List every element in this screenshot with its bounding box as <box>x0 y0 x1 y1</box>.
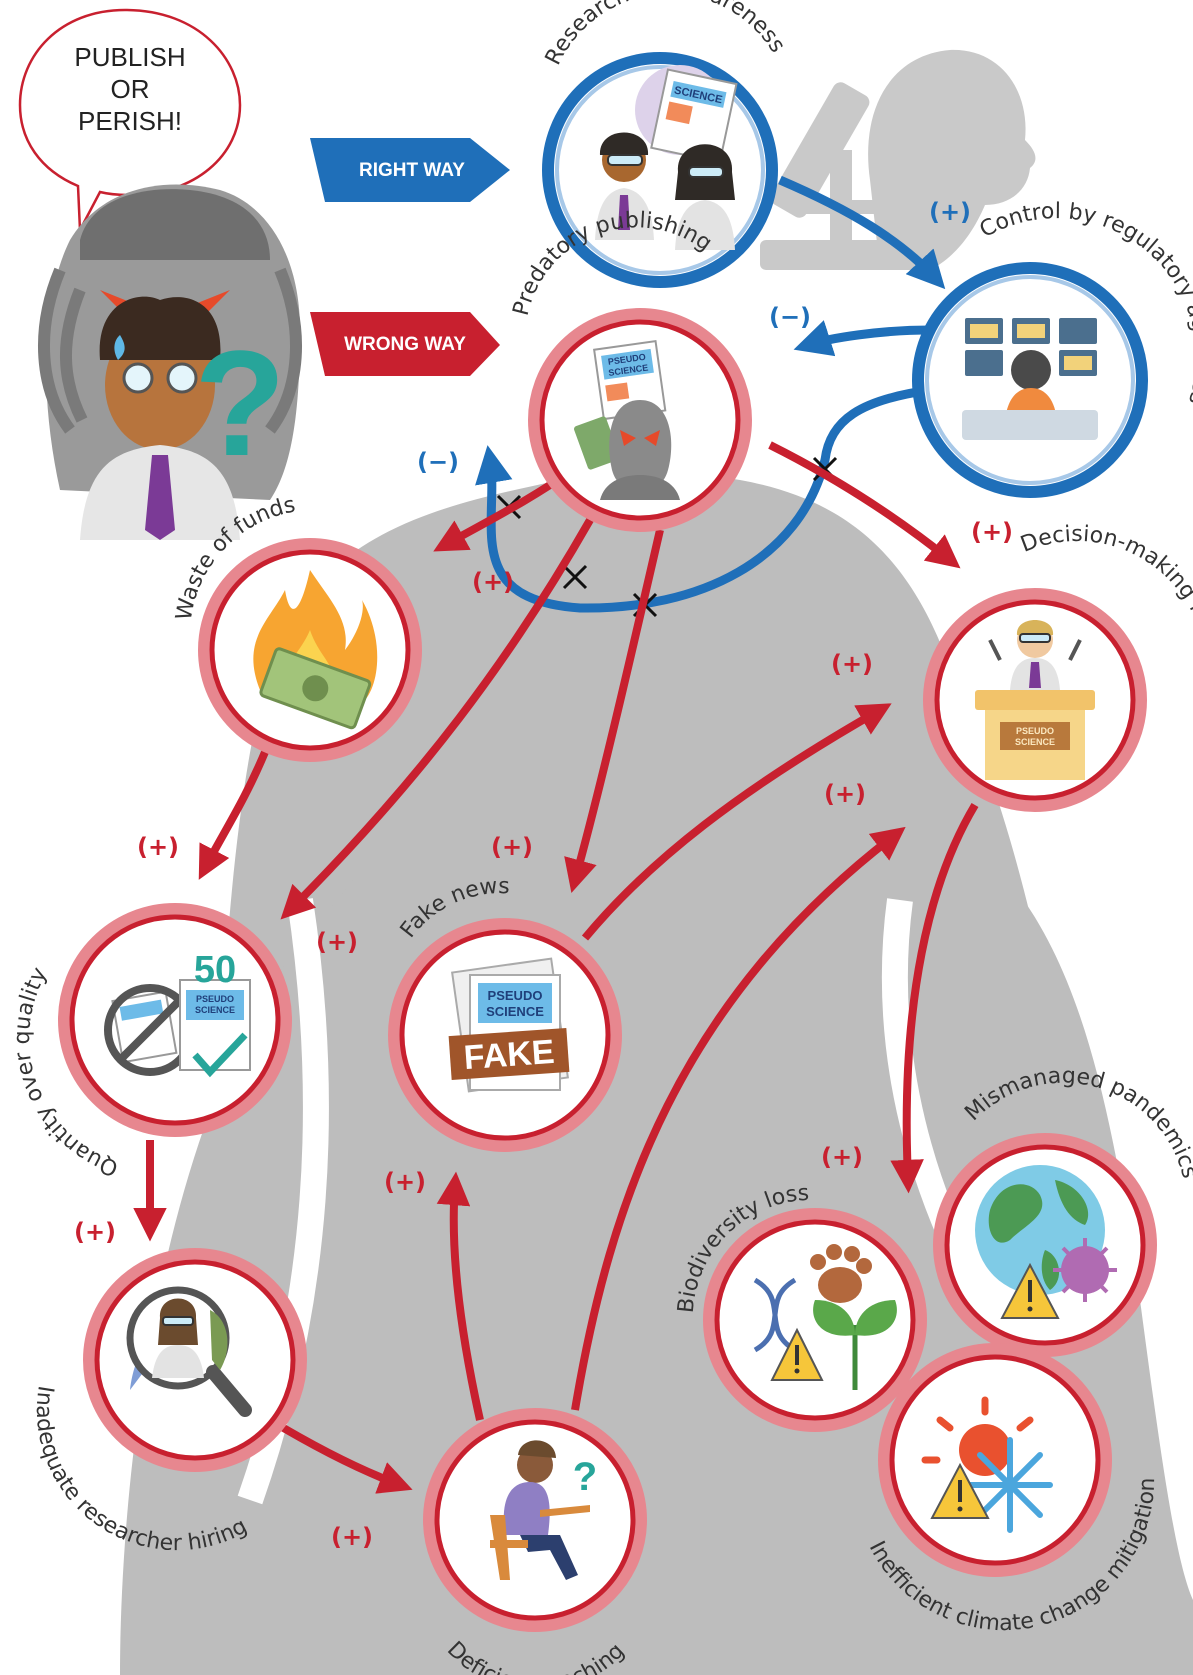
node-quantity-over-quality: PSEUDO SCIENCE 50 <box>58 903 292 1137</box>
arrow-teaching-to-decision <box>571 826 906 1411</box>
sign-predatory-fakenews: (+) <box>491 833 533 861</box>
bubble-line-3: PERISH! <box>78 106 182 136</box>
node-climate-mitigation <box>878 1343 1112 1577</box>
red-connectors <box>133 441 979 1494</box>
wrong-way-arrow: WRONG WAY <box>310 312 500 376</box>
podium-label-1: PSEUDO <box>1016 726 1054 736</box>
arrow-teaching-to-fakenews <box>436 1171 484 1421</box>
node-deficient-teaching: ? <box>423 1408 647 1632</box>
sign-predatory-waste: (+) <box>472 568 514 596</box>
arrow-predatory-to-quantity <box>280 518 594 920</box>
arrow-inadequate-to-teaching <box>267 1416 413 1494</box>
podium-label-2: SCIENCE <box>1015 737 1055 747</box>
bubble-line-1: PUBLISH <box>74 42 185 72</box>
sign-teaching-decision: (+) <box>824 780 866 808</box>
node-researchers-awareness: SCIENCE <box>542 52 778 288</box>
question-mark-icon: ? <box>194 319 286 487</box>
right-way-arrow: RIGHT WAY <box>310 138 510 202</box>
fake-paper-label-1: PSEUDO <box>488 988 543 1003</box>
sign-predatory-quantity: (+) <box>316 928 358 956</box>
arrow-control-to-predatory <box>793 320 931 357</box>
bubble-line-2: OR <box>111 74 150 104</box>
quantity-paper-label-2: SCIENCE <box>195 1005 235 1015</box>
node-biodiversity-loss <box>703 1208 927 1432</box>
count-fifty: 50 <box>194 949 236 991</box>
sign-waste-quantity: (+) <box>137 833 179 861</box>
node-control-regulatory <box>912 262 1148 498</box>
sign-awareness-control: (+) <box>929 198 971 226</box>
node-decision-mistakes: PSEUDO SCIENCE <box>923 588 1147 812</box>
arrow-predatory-to-decision <box>768 441 961 569</box>
node-predatory-publishing: PSEUDO SCIENCE <box>528 308 752 532</box>
arrow-awareness-to-control <box>778 175 946 290</box>
node-fake-news: PSEUDO SCIENCE FAKE <box>388 918 622 1152</box>
node-mismanaged-pandemics <box>933 1133 1157 1357</box>
speech-bubble: PUBLISH OR PERISH! <box>18 8 242 235</box>
predator-researcher-illustration: ? <box>37 184 303 540</box>
sign-teaching-fakenews: (+) <box>384 1168 426 1196</box>
right-way-label: RIGHT WAY <box>359 160 465 181</box>
fake-stamp: FAKE <box>463 1033 556 1077</box>
arrow-control-containment-loop <box>475 385 931 613</box>
fake-paper-label-2: SCIENCE <box>486 1004 544 1019</box>
node-inadequate-hiring <box>83 1248 307 1472</box>
sign-control-loop: (−) <box>417 448 459 476</box>
node-waste-of-funds <box>198 538 422 762</box>
sign-control-predatory: (−) <box>769 303 811 331</box>
arrow-decision-to-impacts <box>890 802 979 1194</box>
wrong-way-label: WRONG WAY <box>344 334 466 355</box>
arrow-fakenews-to-decision <box>581 703 892 941</box>
sign-predatory-decision: (+) <box>971 518 1013 546</box>
arrow-waste-to-quantity <box>198 750 269 880</box>
sign-quantity-inadequate: (+) <box>74 1218 116 1246</box>
quantity-paper-label-1: PSEUDO <box>196 994 234 1004</box>
link-signs: (+) (−) (−) (+) (+) (+) (+) (+) (+) (+) … <box>74 198 1013 1551</box>
arrow-predatory-to-fakenews <box>564 529 664 893</box>
confused-question-icon: ? <box>573 1455 597 1499</box>
sign-decision-impacts: (+) <box>821 1143 863 1171</box>
sign-inadequate-teaching: (+) <box>331 1523 373 1551</box>
profile-head <box>868 49 1036 270</box>
blue-connectors <box>475 175 946 613</box>
sign-fakenews-decision: (+) <box>831 650 873 678</box>
